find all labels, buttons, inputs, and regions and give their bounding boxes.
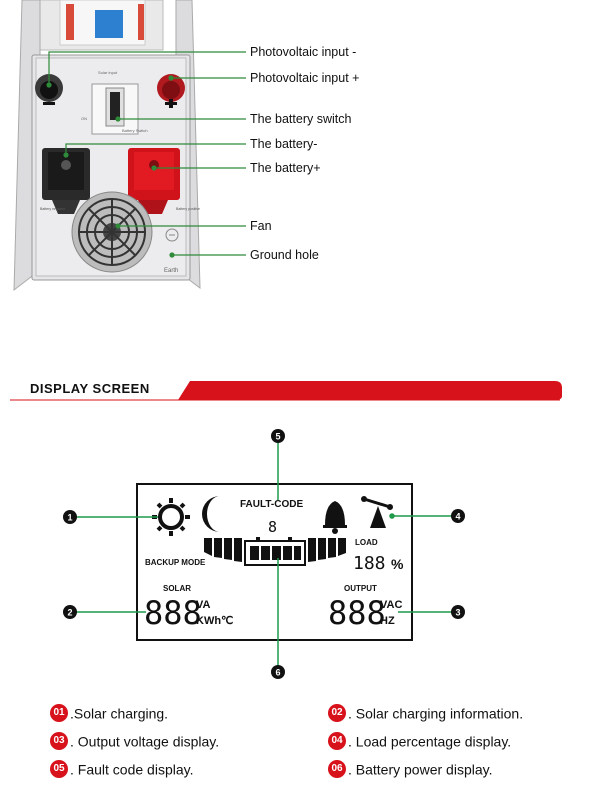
svg-text:5: 5 <box>275 432 280 442</box>
legend-item-03: 03. Output voltage display. <box>50 732 219 751</box>
load-label: LOAD <box>355 538 378 547</box>
svg-text:Earth: Earth <box>164 268 178 274</box>
battery-negative-terminal: Battery negative <box>40 148 90 214</box>
marker-6: 6 <box>271 665 285 679</box>
section-title: DISPLAY SCREEN <box>30 381 150 396</box>
svg-text:4: 4 <box>455 512 460 522</box>
fault-code-digit: 8 <box>268 518 277 536</box>
marker-lines <box>76 442 452 666</box>
battery-switch: ON Battery Switch <box>81 83 148 135</box>
solar-input-text: Solar input <box>98 70 118 75</box>
legend-item-06: 06. Battery power display. <box>328 760 492 779</box>
marker-4: 4 <box>451 509 465 523</box>
label-ground-hole: Ground hole <box>250 248 319 262</box>
legend-item-04: 04. Load percentage display. <box>328 732 511 751</box>
marker-5: 5 <box>271 429 285 443</box>
output-value: 888 <box>328 594 386 632</box>
marker-1: 1 <box>63 510 77 524</box>
label-fan: Fan <box>250 219 272 233</box>
svg-text:2: 2 <box>67 608 72 618</box>
label-battery-negative: The battery- <box>250 137 318 151</box>
fault-code-label: FAULT-CODE <box>240 499 303 510</box>
svg-text:1: 1 <box>67 513 72 523</box>
solar-value: 888 <box>144 594 202 632</box>
label-pv-positive: Photovoltaic input + <box>250 71 360 85</box>
solar-unit-kwh: KWh℃ <box>196 615 233 627</box>
pv-negative-terminal <box>35 74 63 105</box>
svg-text:ON: ON <box>81 116 87 121</box>
section-header-bar <box>10 381 562 401</box>
solar-unit-va: VA <box>196 599 211 611</box>
label-battery-positive: The battery+ <box>250 161 321 175</box>
moon-icon <box>202 496 220 532</box>
svg-text:3: 3 <box>455 608 460 618</box>
svg-text:Battery Switch: Battery Switch <box>122 128 148 133</box>
legend-item-01: 01.Solar charging. <box>50 704 168 723</box>
pv-positive-terminal <box>157 74 185 108</box>
solar-label: SOLAR <box>163 584 191 593</box>
output-unit-vac: VAC <box>380 599 402 611</box>
battery-power-bar <box>204 537 346 566</box>
legend-item-02: 02. Solar charging information. <box>328 704 523 723</box>
output-label: OUTPUT <box>344 584 377 593</box>
backup-mode-label: BACKUP MODE <box>145 558 206 567</box>
label-battery-switch: The battery switch <box>250 112 352 126</box>
output-unit-hz: HZ <box>380 615 395 627</box>
lcd-display-diagram: FAULT-CODE 8 LOAD 188 % BACKUP MODE <box>63 429 465 679</box>
callout-lines <box>46 51 246 258</box>
load-percent: % <box>391 556 404 572</box>
marker-2: 2 <box>63 605 77 619</box>
battery-positive-terminal: Battery positive <box>128 148 200 214</box>
lcd-screen-thumbnail <box>95 10 123 38</box>
load-value: 188 <box>353 553 386 574</box>
svg-text:Battery positive: Battery positive <box>176 207 200 211</box>
load-icon <box>361 496 393 528</box>
fan-grille <box>71 191 153 273</box>
svg-text:Battery negative: Battery negative <box>40 207 65 211</box>
marker-3: 3 <box>451 605 465 619</box>
label-pv-negative: Photovoltaic input - <box>250 45 357 59</box>
svg-text:6: 6 <box>275 668 280 678</box>
inverter-panel-diagram: Solar input ON Battery Switch Battery ne… <box>13 0 246 292</box>
legend-item-05: 05. Fault code display. <box>50 760 193 779</box>
bell-icon <box>323 501 347 534</box>
